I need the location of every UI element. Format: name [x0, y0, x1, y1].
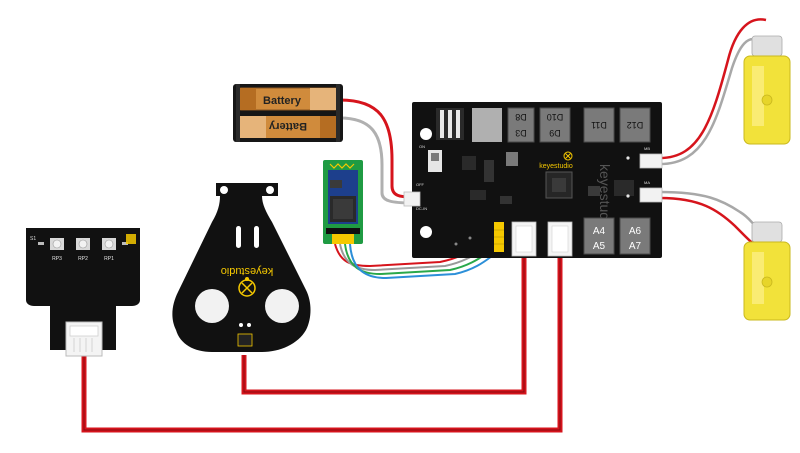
bluetooth-module [323, 160, 363, 244]
battery-gray-wire [339, 116, 413, 205]
ultrasonic-emitter [195, 289, 229, 323]
header-label-d11: D11 [591, 120, 607, 130]
sensor-tag: S1 [30, 236, 36, 242]
keyestudio-logo-icon [238, 277, 256, 297]
battery-holder: Battery Battery [233, 84, 343, 142]
label-off: OFF [416, 182, 425, 187]
label-ma: MA [644, 180, 650, 185]
analog-headers: A4 A5 A6 A7 [583, 217, 651, 255]
dc-in-jack [403, 191, 421, 207]
wires [81, 18, 767, 433]
line-tracking-sensor: S1 RP3 RP2 RP1 [26, 228, 140, 357]
ultrasonic-cable-core [243, 256, 525, 393]
motor-terminal-ma [639, 187, 663, 203]
battery-label-top: Battery [263, 95, 302, 107]
header-label-d10: D10 [547, 112, 564, 122]
sensor-label-rp3: RP3 [52, 256, 62, 262]
sensor-cable [81, 256, 563, 433]
main-board: D8 D3 D9 D10 D11 D12 ON OFF DC-IN keyest… [403, 102, 663, 258]
ir-sensor-pots [50, 238, 116, 250]
motor-bottom-red-wire [659, 196, 761, 250]
motor-top-gray-wire [659, 37, 759, 166]
label-on: ON [419, 144, 425, 149]
ultrasonic-receiver [265, 289, 299, 323]
analog-label-a7: A7 [629, 241, 642, 252]
header-label-d3: D3 [515, 128, 527, 138]
board-logo-icon [563, 151, 573, 161]
analog-label-a4: A4 [593, 226, 606, 237]
sensor-label-rp2: RP2 [78, 256, 88, 262]
motor-top-red-wire [659, 18, 767, 160]
label-dcin: DC-IN [416, 206, 427, 211]
label-mb: MB [644, 146, 650, 151]
analog-label-a5: A5 [593, 241, 606, 252]
chassis-brand: keyestudio [221, 265, 274, 277]
board-brand: keyestudio [539, 163, 573, 170]
battery-red-wire [339, 98, 413, 199]
board-watermark: keyestudio [597, 164, 613, 231]
sensor-label-rp1: RP1 [104, 256, 114, 262]
motor-terminal-mb [639, 153, 663, 169]
battery-label-bottom: Battery [268, 120, 307, 132]
header-label-d8: D8 [515, 112, 527, 122]
motor-bottom [743, 221, 791, 321]
chassis-plate: keyestudio [172, 183, 311, 352]
header-label-d9: D9 [549, 128, 561, 138]
digital-headers: D8 D3 D9 D10 D11 D12 [507, 107, 651, 143]
sensor-cable-core [83, 256, 561, 431]
header-label-d12: D12 [627, 120, 644, 130]
motor-top [743, 35, 791, 145]
analog-label-a6: A6 [629, 226, 642, 237]
